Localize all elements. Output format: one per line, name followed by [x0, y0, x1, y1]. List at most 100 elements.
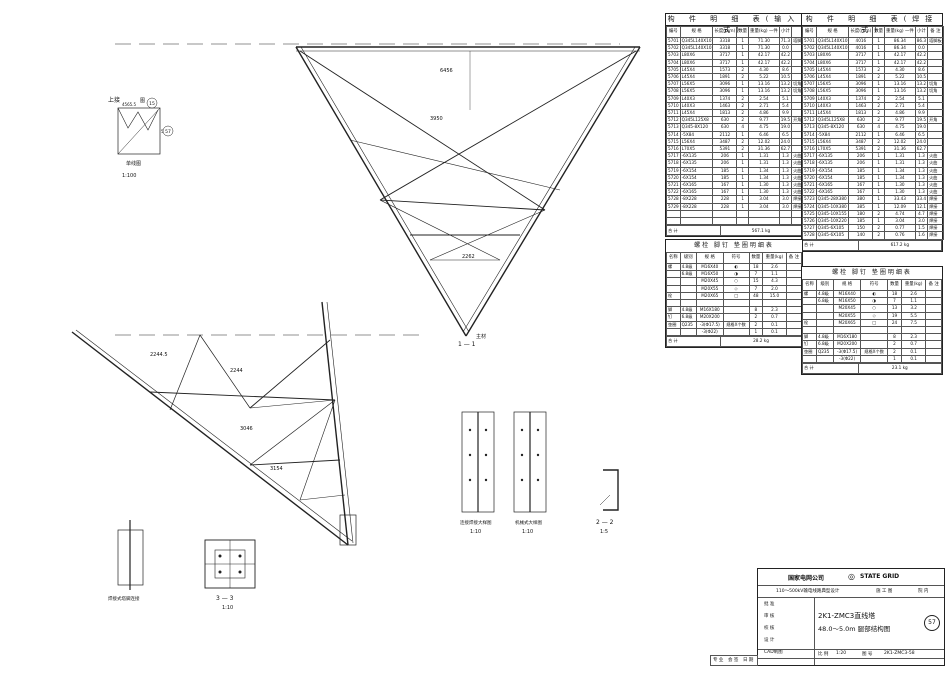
table-cell: 2: [736, 137, 750, 147]
table-cell: M16X180: [832, 333, 862, 342]
table-cell: 9.9: [914, 109, 929, 118]
table-cell: 1: [872, 87, 886, 96]
table-cell: L80X6: [815, 51, 850, 60]
table-cell: M20X200: [832, 340, 862, 349]
table-cell: 6.8级: [679, 313, 698, 322]
table-cell: 2: [872, 231, 886, 240]
table-cell: 5716: [802, 145, 817, 154]
table-cell: 385: [848, 202, 874, 211]
table-cell: -5X84: [679, 130, 714, 139]
table-cell: 1.3: [778, 181, 793, 190]
table-cell: 0.77: [884, 224, 916, 233]
table-cell: 1: [736, 202, 750, 211]
table-cell: 3717: [712, 51, 738, 60]
table-cell: 1.34: [884, 166, 916, 175]
table-cell: 5712: [666, 116, 681, 125]
table-cell: 6.8级: [679, 270, 698, 279]
table-cell: -6X165: [815, 181, 850, 190]
table-cell: 1: [736, 36, 750, 46]
table-cell: 5701: [802, 36, 817, 46]
table-cell: 0.1: [900, 347, 927, 356]
table-cell: 0.0: [914, 44, 929, 53]
table-cell: 5711: [666, 109, 681, 118]
table-cell: 2: [736, 109, 750, 118]
table-cell: 140: [848, 231, 874, 240]
table-cell: [925, 340, 942, 349]
table-cell: 5707: [802, 80, 817, 89]
table-cell: 切角: [927, 80, 944, 89]
table-cell: [802, 297, 817, 306]
table-cell: 垫圈: [666, 320, 681, 329]
table-cell: 167: [848, 181, 874, 190]
section-3-3-label: 3 — 3: [216, 595, 234, 602]
table-cell: 4.8级: [679, 262, 698, 272]
table-cell: 切角: [927, 87, 944, 96]
table-cell: 630: [712, 123, 738, 132]
table-cell: Q345L125X8: [815, 116, 850, 125]
table-cell: 150: [848, 224, 874, 233]
table-cell: -8X228: [679, 195, 714, 204]
drawing-title-1: 2K1-ZMC3直线塔: [818, 612, 876, 620]
table-cell: 2: [872, 145, 886, 154]
table-cell: 2112: [848, 130, 874, 139]
table-header-cell: 数量: [748, 252, 764, 264]
table-cell: 5.1: [914, 94, 929, 103]
table-cell: 86.34: [884, 36, 916, 46]
table-cell: -6X135: [815, 159, 850, 168]
table-cell: [666, 209, 681, 219]
table-cell: 5708: [802, 87, 817, 96]
table-cell: 火曲: [927, 188, 944, 197]
table-cell: 42.2: [914, 51, 929, 60]
role-approve: 批 准: [764, 602, 775, 607]
table-cell: 1: [736, 166, 750, 175]
table-cell: 1: [872, 130, 886, 139]
label-main: 主材: [476, 333, 486, 340]
project-name: 110～500kV输电线路典型设计: [776, 589, 840, 594]
table-cell: 5725: [802, 209, 817, 219]
table-cell: 2.0: [762, 284, 787, 293]
table-header-cell: 重量(kg): [900, 279, 927, 291]
table-cell: [927, 51, 944, 60]
countersign-sign: 会 签: [728, 658, 739, 663]
table-cell: L70X5: [679, 145, 714, 154]
table-cell: 8: [887, 333, 902, 342]
table-cell: 3096: [712, 80, 738, 89]
table-cell: [927, 109, 944, 118]
table-cell: 3.04: [748, 202, 780, 211]
table-cell: 7.5: [900, 318, 927, 328]
table-cell: 5712: [802, 116, 817, 125]
table-cell: Q345L140X10: [815, 44, 850, 53]
table-cell: [927, 130, 944, 139]
table-cell: 630: [712, 116, 738, 125]
table-cell: 2: [736, 73, 750, 82]
table-cell: 206: [848, 159, 874, 168]
dim-mid: 3950: [430, 116, 443, 122]
table-cell: [815, 311, 834, 320]
table-cell: 钉: [802, 340, 817, 349]
table-cell: 5722: [666, 188, 681, 197]
table-cell: [925, 318, 942, 328]
table-cell: Q345L140X10: [679, 36, 714, 46]
table-cell: 2.71: [748, 101, 780, 111]
table-cell: 1891: [848, 73, 874, 82]
table-cell: 1: [748, 327, 764, 337]
table-cell: 4016: [848, 44, 874, 53]
table-cell: 2: [872, 209, 886, 219]
table-header-cell: 重量(kg) 一件: [884, 26, 916, 38]
table-cell: 5728: [802, 231, 817, 240]
bolt-left-total-label: 合 计: [666, 336, 721, 348]
